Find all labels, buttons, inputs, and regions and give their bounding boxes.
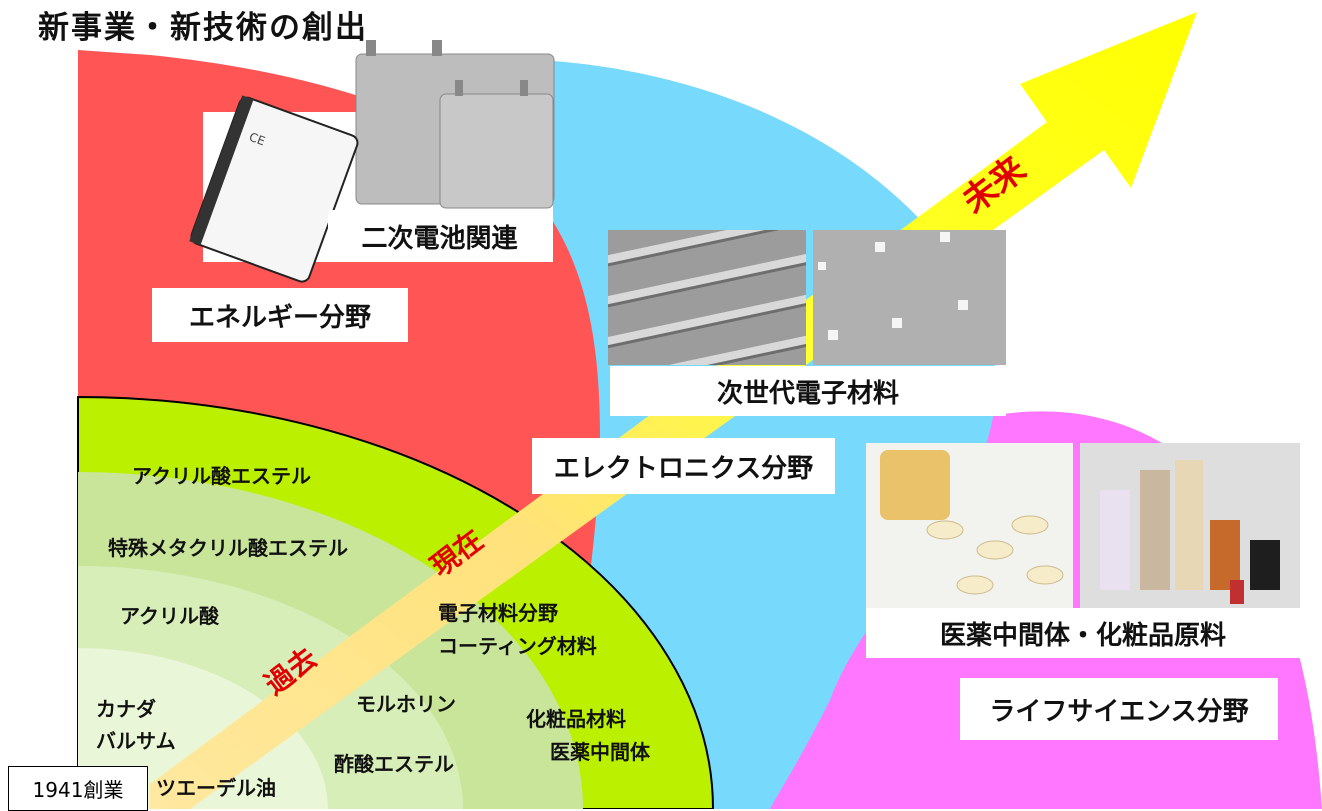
energy-field-label: エネルギー分野 <box>152 288 408 342</box>
ring-item-balsam: バルサム <box>96 729 176 753</box>
ring-item-acrylic-ester: アクリル酸エステル <box>132 464 311 488</box>
electronic-material-photos <box>608 230 1006 365</box>
pharma-cosmetics-caption: 医薬中間体・化粧品原料 <box>866 608 1300 658</box>
ring-item-special-methacrylic: 特殊メタクリル酸エステル <box>108 536 348 560</box>
electronic-materials-caption: 次世代電子材料 <box>610 366 1006 416</box>
founding-year-label: 1941創業 <box>8 766 148 811</box>
ring-item-canada: カナダ <box>96 697 156 721</box>
svg-text:CE: CE <box>247 130 267 149</box>
battery-caption: 二次電池関連 <box>328 210 551 262</box>
ring-item-coating: コーティング材料 <box>438 634 597 658</box>
ring-item-electronic-field: 電子材料分野 <box>438 601 558 625</box>
page-title: 新事業・新技術の創出 <box>38 10 368 46</box>
ring-item-morpholine: モルホリン <box>356 692 456 716</box>
ring-item-tsuedel-oil: ツエーデル油 <box>156 776 276 800</box>
electronics-field-label: エレクトロニクス分野 <box>532 438 835 494</box>
ring-item-acrylic-acid: アクリル酸 <box>120 604 219 628</box>
ring-item-cosmetic-materials: 化粧品材料 <box>526 707 626 731</box>
ring-item-pharma-intermediates: 医薬中間体 <box>550 740 650 764</box>
life-science-field-label: ライフサイエンス分野 <box>960 678 1278 740</box>
ring-item-acetic-ester: 酢酸エステル <box>334 752 454 776</box>
pharma-cosmetic-photos <box>866 443 1300 608</box>
